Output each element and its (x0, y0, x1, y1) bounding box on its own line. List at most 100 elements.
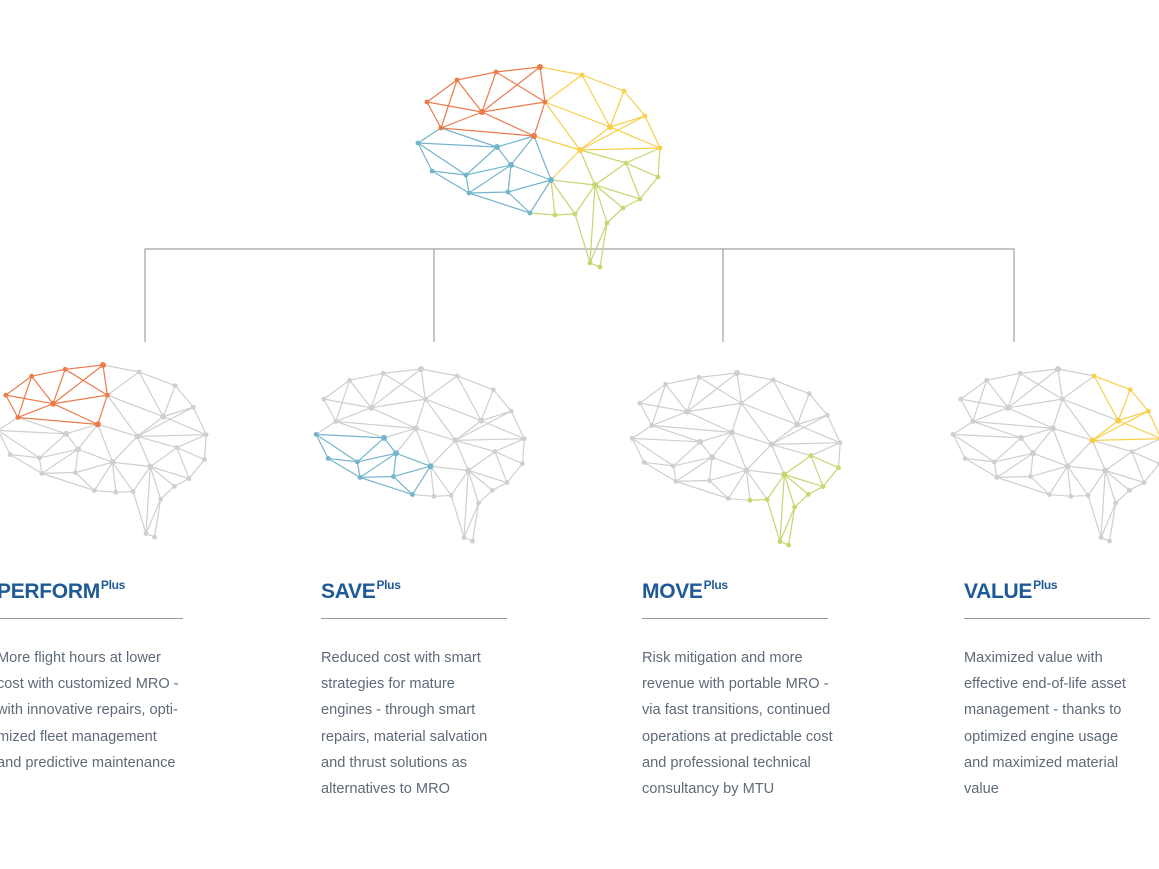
network-edge (1020, 427, 1054, 439)
network-edge (1147, 410, 1159, 436)
network-edge (1104, 470, 1130, 491)
network-edge (382, 372, 426, 400)
network-node (1129, 449, 1135, 454)
network-edge (711, 431, 733, 458)
network-edge (417, 142, 467, 176)
network-node (579, 72, 585, 78)
network-node (637, 400, 643, 406)
network-node (984, 377, 990, 383)
network-edge (1129, 482, 1145, 491)
network-edge (996, 475, 1031, 478)
network-node (657, 145, 663, 151)
network-node (172, 383, 178, 389)
network-node (333, 419, 339, 424)
network-edge (594, 162, 627, 186)
network-edge (370, 373, 384, 408)
network-node (186, 476, 192, 481)
network-node (113, 489, 119, 495)
network-edge (383, 427, 417, 439)
network-node (747, 497, 753, 503)
network-edge (160, 485, 175, 500)
network-node (479, 109, 485, 115)
network-edge (138, 371, 164, 417)
network-edge (964, 457, 998, 478)
network-edge (1104, 451, 1133, 471)
network-edge (393, 476, 413, 496)
network-node (770, 377, 776, 383)
network-edge (425, 398, 482, 422)
network-edge (467, 451, 496, 471)
network-edge (480, 389, 494, 421)
network-edge (579, 149, 627, 164)
network-edge (521, 438, 525, 464)
network-edge (1066, 466, 1072, 497)
network-node (415, 140, 421, 146)
network-edge (112, 435, 138, 463)
network-node (1049, 425, 1056, 432)
network-node (203, 432, 209, 438)
network-node (531, 133, 537, 139)
network-edge (731, 402, 742, 433)
network-edge (1105, 469, 1145, 484)
network-node (160, 413, 167, 420)
network-node (321, 396, 327, 402)
network-node (620, 205, 626, 211)
network-edge (711, 456, 747, 471)
network-edge (0, 416, 19, 430)
network-node (726, 496, 731, 501)
network-edge (708, 457, 713, 481)
network-edge (574, 213, 591, 264)
network-edge (163, 406, 194, 418)
network-edge (370, 368, 422, 409)
network-edge (97, 423, 138, 437)
network-edge (137, 406, 194, 437)
network-edge (746, 469, 785, 476)
network-edge (675, 456, 713, 482)
network-edge (779, 506, 796, 542)
network-edge (17, 376, 33, 418)
network-node (29, 373, 35, 379)
network-edge (17, 403, 54, 419)
network-node (476, 500, 482, 506)
value-brain-icon (950, 366, 1159, 544)
network-edge (74, 449, 79, 473)
network-edge (746, 443, 772, 471)
network-edge (822, 467, 839, 487)
network-node (429, 168, 435, 174)
network-node (50, 400, 57, 407)
network-edge (41, 448, 79, 474)
network-node (777, 539, 783, 544)
network-edge (952, 433, 995, 463)
network-edge (463, 470, 469, 538)
network-node (806, 391, 812, 397)
network-edge (972, 420, 1053, 429)
network-edge (75, 461, 113, 474)
network-edge (651, 384, 667, 426)
network-node (1089, 437, 1096, 444)
network-edge (986, 372, 1021, 381)
network-edge (496, 146, 512, 166)
network-edge (431, 170, 467, 176)
network-edge (1131, 451, 1145, 483)
divider (0, 618, 183, 619)
network-edge (174, 478, 190, 487)
network-node (655, 174, 661, 180)
network-edge (5, 394, 54, 405)
network-node (607, 124, 613, 130)
network-edge (430, 465, 469, 472)
network-edge (424, 375, 458, 400)
network-edge (328, 457, 358, 463)
network-edge (75, 472, 95, 492)
network-edge (772, 379, 810, 395)
network-node (649, 423, 655, 428)
network-edge (463, 502, 480, 538)
network-edge (579, 147, 661, 151)
network-edge (1100, 470, 1106, 538)
network-edge (687, 402, 742, 413)
network-node (621, 88, 627, 94)
network-edge (960, 398, 1009, 409)
network-edge (203, 434, 207, 460)
network-edge (0, 432, 11, 455)
network-node (357, 474, 363, 480)
network-edge (544, 74, 583, 103)
